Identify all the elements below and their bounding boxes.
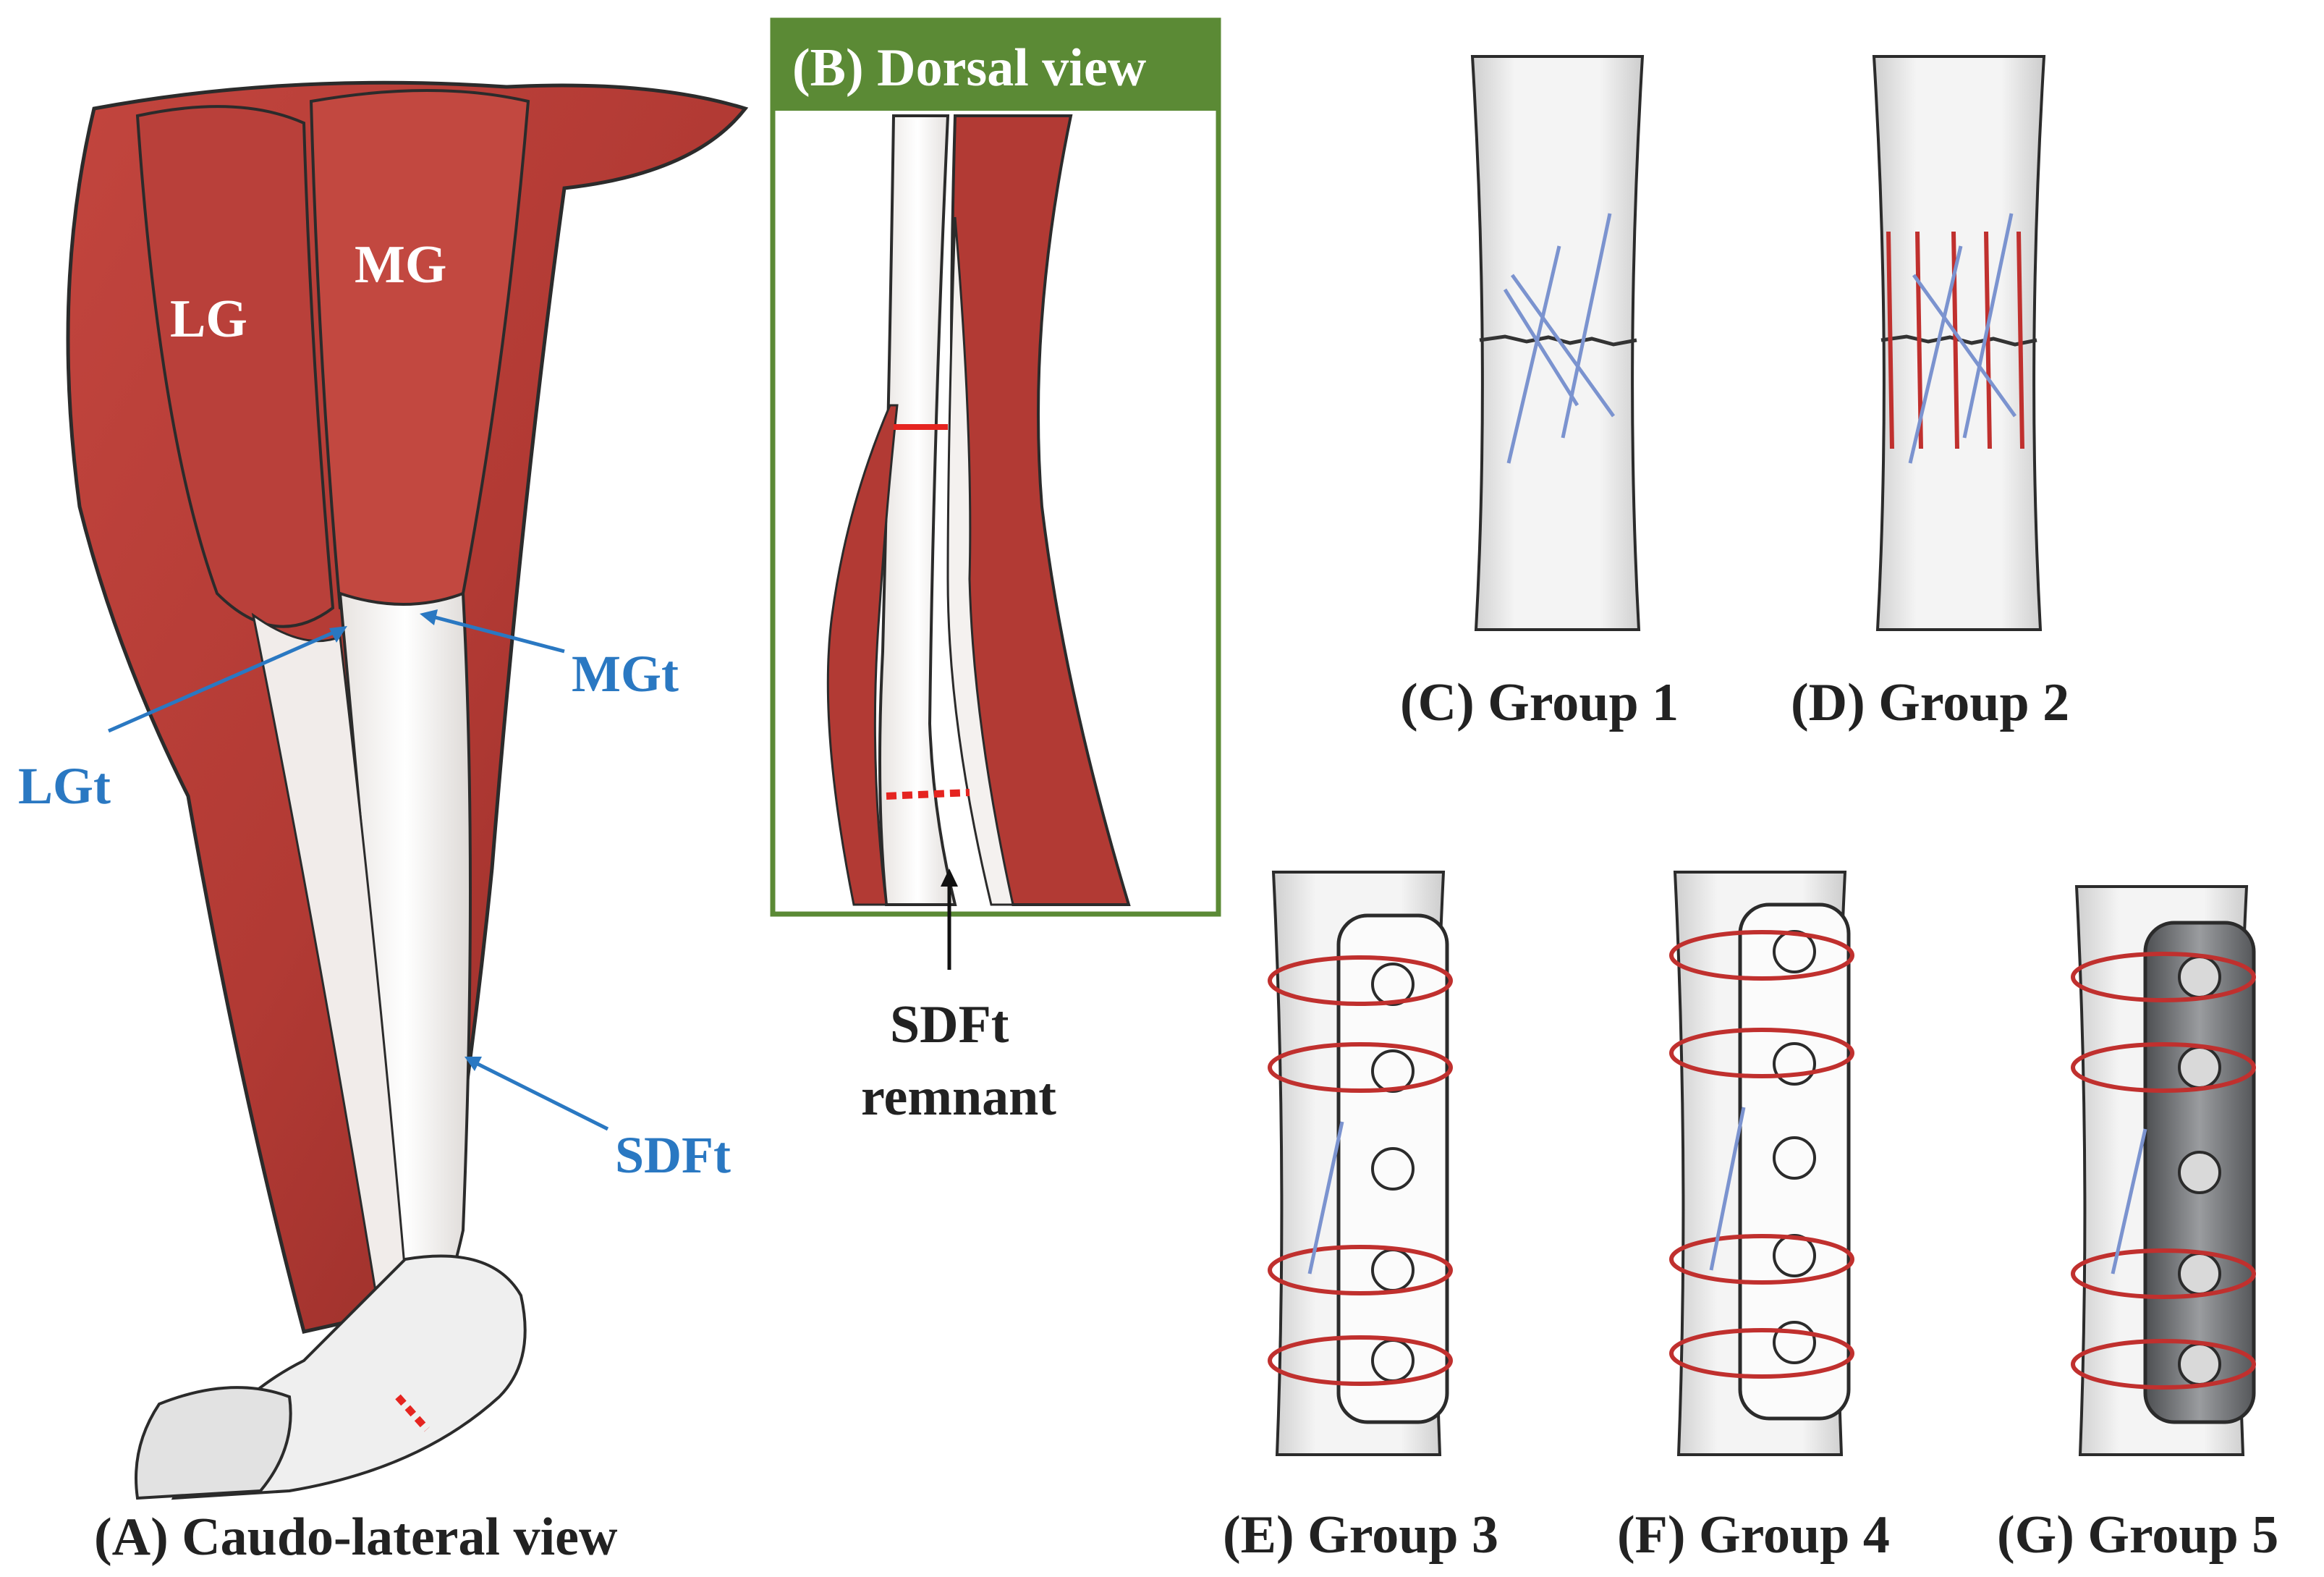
suture-loop-f-4 [1669,1328,1854,1379]
suture-loop-e-4 [1268,1335,1453,1386]
arrow-remnant-head [941,868,958,887]
lateral-head [135,105,335,628]
suture-d-4 [1984,231,1992,449]
wire-c-1 [1510,274,1616,418]
plate-e-hole-1 [1371,963,1415,1006]
wire-g [2111,1128,2147,1274]
plate-e [1336,913,1449,1424]
suture-loop-e-2 [1268,1042,1453,1093]
plate-f-hole-1 [1773,930,1816,973]
panel-d-illustration: (D) Group 2 [1791,55,2069,732]
tendon-c [1470,55,1645,631]
panel-c-illustration: (C) Group 1 [1400,55,1679,732]
wire-e [1307,1121,1344,1274]
cut-mark-dashed [886,789,970,800]
panel-b-header [773,20,1218,111]
plate-g-hole-2 [2178,1046,2221,1089]
arrow-sdft-head [465,1057,482,1071]
plate-g-hole-5 [2178,1343,2221,1386]
caption-e: (E) Group 3 [1223,1505,1498,1565]
label-lg: LG [170,289,247,349]
plate-e-hole-2 [1371,1049,1415,1093]
panel-a-illustration: LG MG LGt MGt SDFt (A) Caudo-lateral vie… [18,80,749,1567]
wire-c-4 [1503,288,1579,407]
suture-loop-e-3 [1268,1245,1453,1295]
panel-e-illustration: (E) Group 3 [1223,871,1498,1565]
suture-loop-g-1 [2071,952,2256,1002]
plate-f-hole-3 [1773,1136,1816,1180]
cut-mark-a [395,1394,430,1432]
wire-f [1709,1107,1746,1271]
wire-c-3 [1561,213,1612,439]
suture-loop-f-2 [1669,1028,1854,1078]
suture-loop-f-1 [1669,930,1854,981]
suture-loop-e-1 [1268,955,1453,1006]
suture-loop-g-2 [2071,1042,2256,1093]
arrow-mgt-head [420,609,438,625]
arrow-mgt [426,613,565,654]
caption-a: (A) Caudo-lateral view [94,1508,618,1567]
panel-b-illustration: (B) Dorsal view SDFt remnant [770,17,1221,1127]
wire-d-1 [1912,274,2017,418]
plate-g-hole-1 [2178,955,2221,999]
plate-g-hole-4 [2178,1252,2221,1295]
panel-g-illustration: (G) Group 5 [1997,885,2278,1565]
suture-loop-g-3 [2071,1248,2256,1299]
plate-e-hole-3 [1371,1147,1415,1191]
plate-f [1738,902,1851,1421]
suture-loop-f-3 [1669,1234,1854,1285]
caption-f: (F) Group 4 [1617,1505,1890,1565]
plate-g-hole-3 [2178,1151,2221,1194]
plate-f-hole-4 [1773,1234,1816,1277]
wire-d-3 [1962,213,2014,439]
wire-d-2 [1908,245,1963,464]
label-lgt: LGt [18,757,111,815]
arrow-sdft [469,1058,609,1131]
wire-c-2 [1506,245,1561,464]
muscle-left [826,404,899,906]
tendon-right-strip [946,216,1014,906]
suture-d-1 [1886,231,1894,449]
caption-g: (G) Group 5 [1997,1505,2278,1565]
tarsal-bones [135,1386,292,1500]
label-sdft: SDFt [615,1126,731,1184]
remnant-label-2: remnant [861,1067,1056,1127]
suture-loop-g-4 [2071,1339,2256,1390]
suture-d-5 [2016,231,2024,449]
remnant-label-1: SDFt [890,995,1009,1054]
panel-f-illustration: (F) Group 4 [1617,871,1890,1565]
caption-d: (D) Group 2 [1791,673,2069,732]
arrow-lgt [107,627,342,733]
plate-f-hole-5 [1773,1321,1816,1364]
label-mg: MG [355,235,446,295]
panel-b-title: (B) Dorsal view [792,38,1147,98]
label-mgt: MGt [572,645,679,703]
arrow-lgt-head [329,626,347,643]
medial-head [309,89,530,621]
tendon-d [1872,55,2046,631]
caption-c: (C) Group 1 [1400,673,1679,732]
plate-f-hole-2 [1773,1042,1816,1086]
